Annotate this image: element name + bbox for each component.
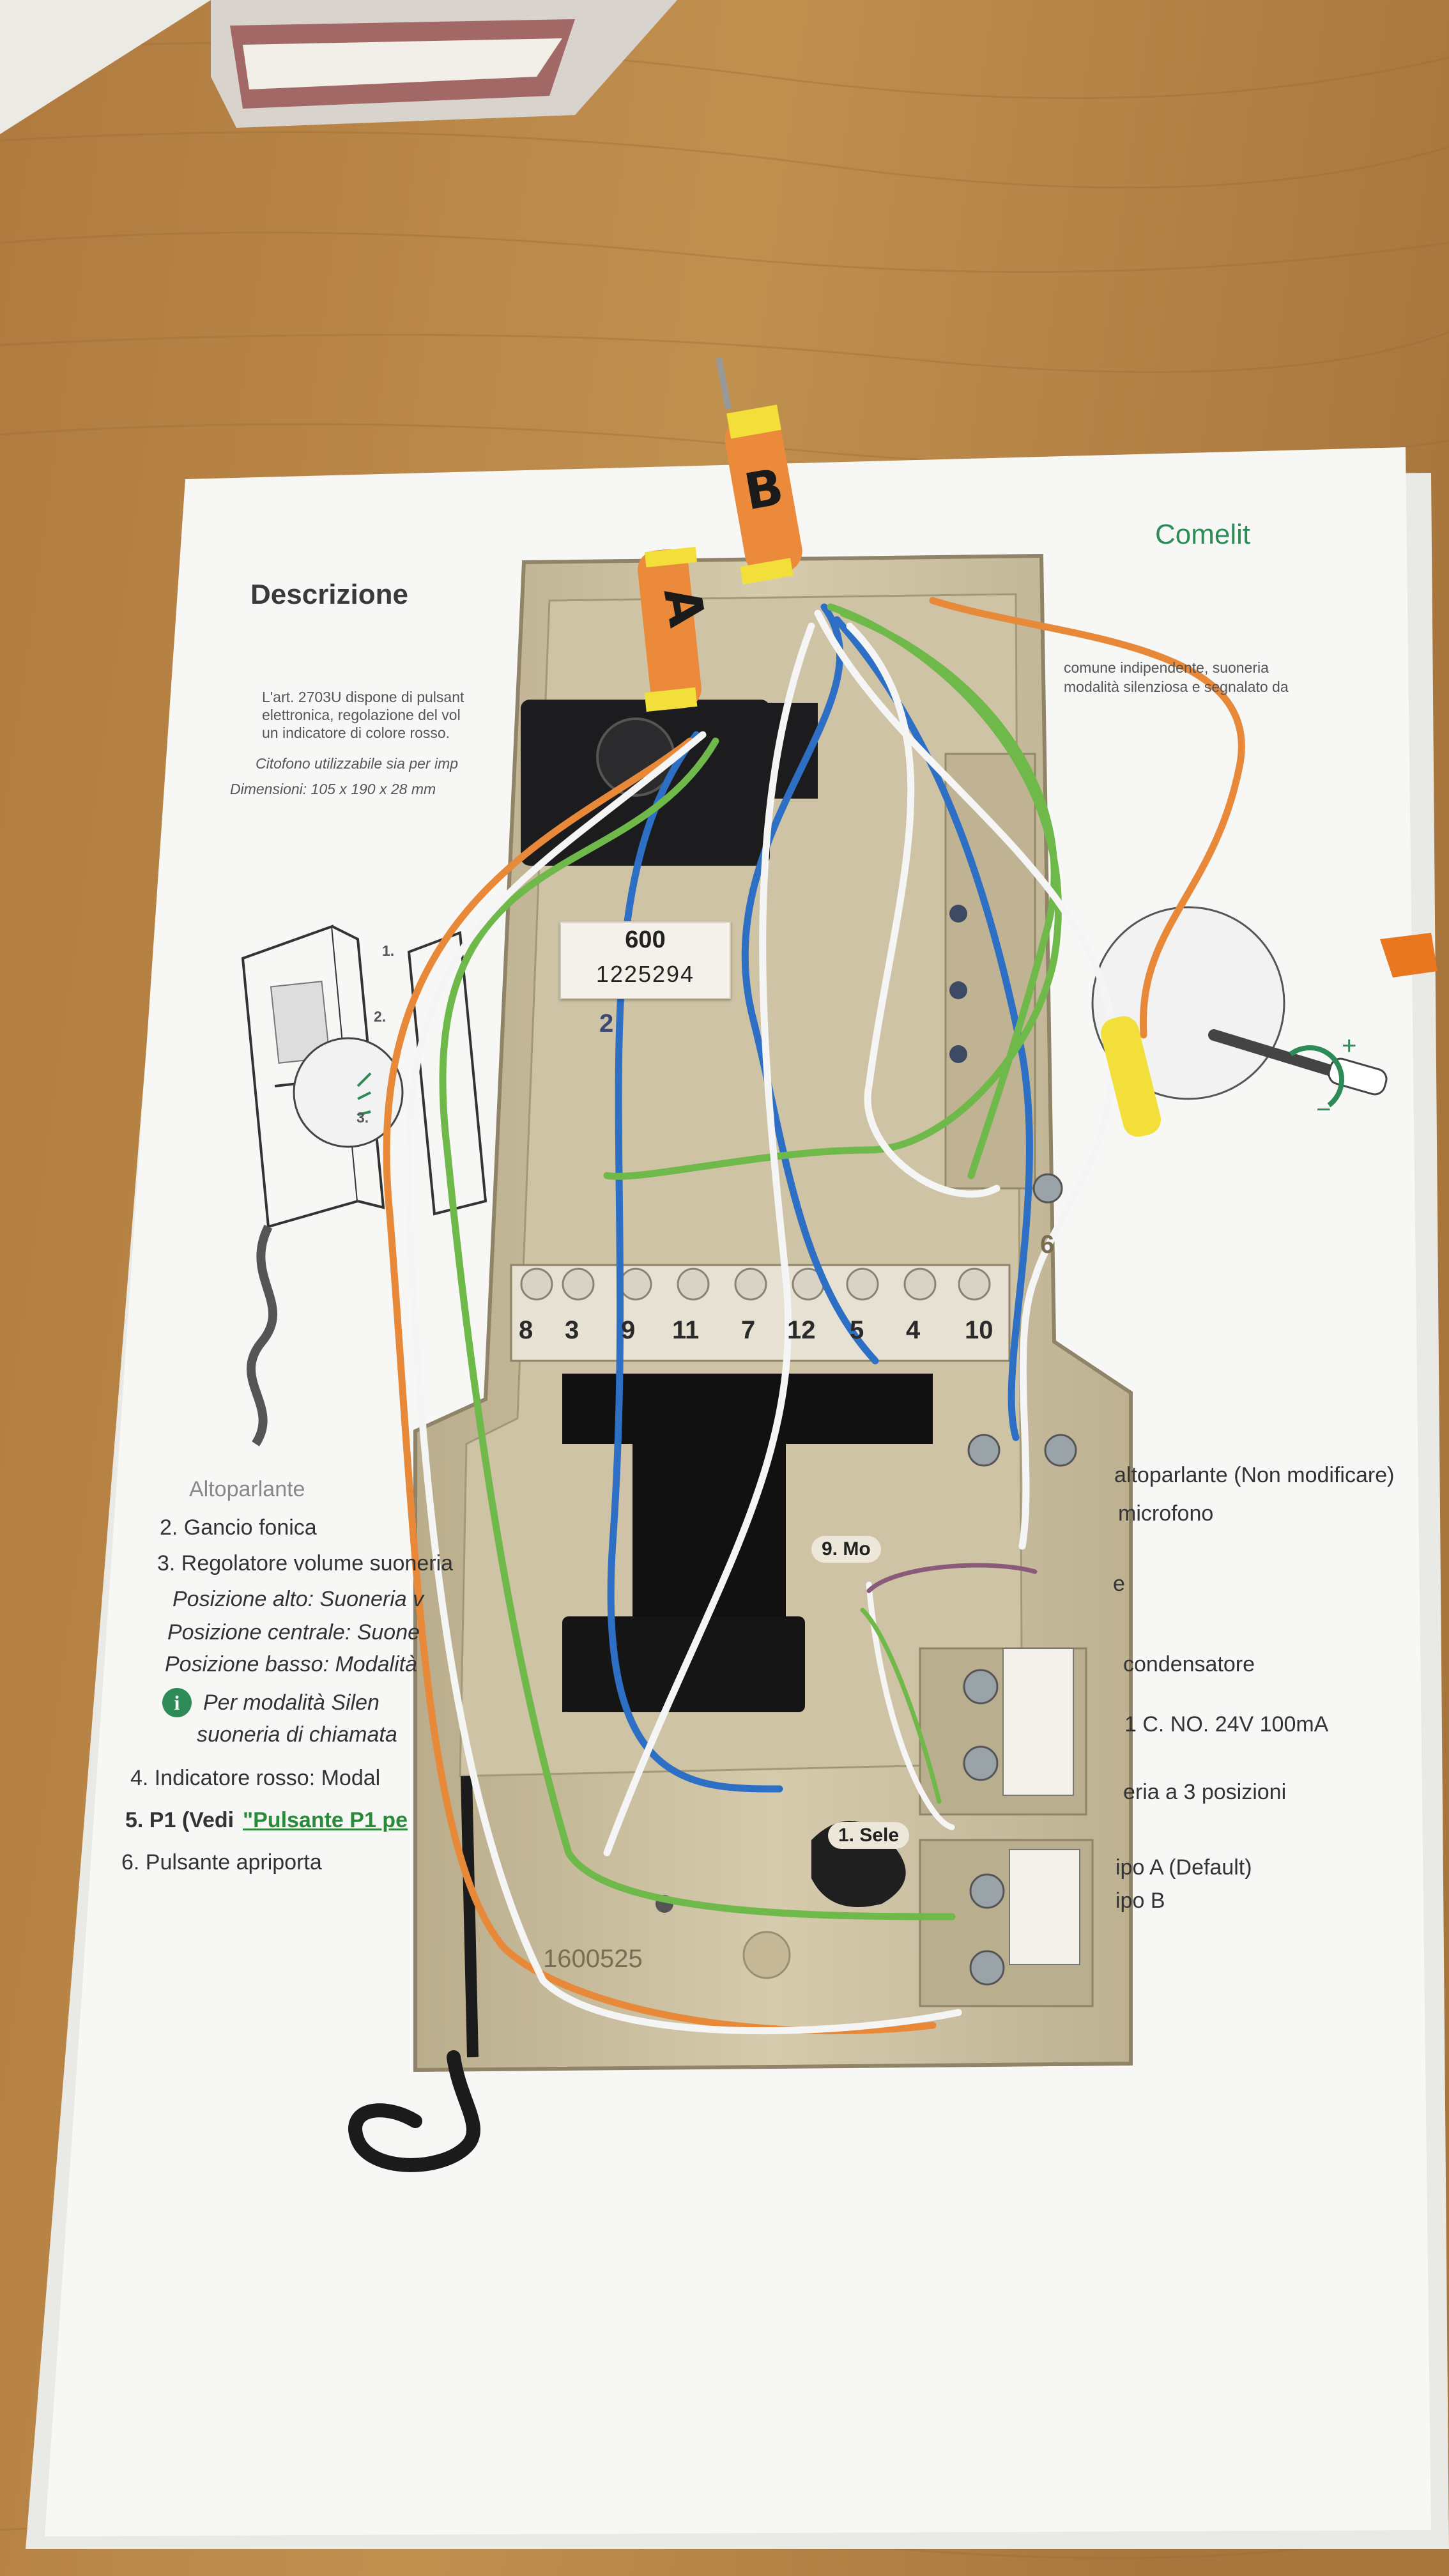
terminal-strip [510, 1264, 1011, 1362]
terminal-label-3: 3 [565, 1316, 579, 1344]
p1-link[interactable]: "Pulsante P1 pe [243, 1808, 408, 1832]
right-list-e: e [1113, 1572, 1125, 1596]
wires [383, 597, 1245, 2035]
list-item-speaker: Altoparlante [189, 1477, 305, 1501]
list-item-pos-high: Posizione alto: Suoneria v [172, 1587, 424, 1611]
sticker-serial: 1225294 [595, 961, 695, 987]
board-code: 2 [599, 1009, 614, 1038]
mold-code: 1600525 [543, 1945, 643, 1973]
intro-line-1: L'art. 2703U dispone di pulsant [262, 689, 464, 705]
terminal-label-4: 4 [906, 1316, 921, 1344]
right-list-type-b: ipo B [1116, 1889, 1165, 1913]
usage-line: Citofono utilizzabile sia per imp [256, 755, 459, 772]
right-list-type-a: ipo A (Default) [1116, 1855, 1252, 1880]
yellow-connector [1101, 1016, 1161, 1137]
terminal-label-8: 8 [519, 1316, 533, 1344]
callout-2: 2. [374, 1008, 387, 1025]
terminal-label-11: 11 [672, 1316, 700, 1344]
list-item-hook: 2. Gancio fonica [160, 1515, 317, 1540]
right-list-speaker: altoparlante (Non modificare) [1114, 1463, 1395, 1487]
svg-text:+: + [1342, 1032, 1356, 1060]
intro-line-2: elettronica, regolazione del vol [262, 707, 461, 723]
badge-mo: 9. Mo [811, 1536, 881, 1563]
list-item-red-indicator: 4. Indicatore rosso: Modal [130, 1766, 381, 1790]
list-item-silent-note-2: suoneria di chiamata [197, 1722, 397, 1747]
callout-3: 3. [356, 1109, 369, 1126]
document-title: Descrizione [250, 579, 408, 610]
list-item-pos-mid: Posizione centrale: Suone [167, 1620, 420, 1644]
intro-right-line-2: modalità silenziosa e segnalato da [1064, 678, 1289, 695]
handset-cable [348, 2050, 480, 2172]
terminal-label-5: 5 [850, 1316, 864, 1344]
list-item-volume: 3. Regolatore volume suoneria [157, 1551, 454, 1575]
right-list-capacitor: condensatore [1123, 1652, 1255, 1676]
list-item-p1: 5. P1 (Vedi [125, 1808, 234, 1832]
dimensions-line: Dimensioni: 105 x 190 x 28 mm [230, 781, 436, 797]
badge-sele: 1. Sele [828, 1822, 910, 1849]
brand-logo: Comelit [1155, 519, 1251, 550]
device-sticker: 600 1225294 [560, 921, 731, 999]
svg-text:−: − [1316, 1096, 1331, 1124]
side-label-6: 6 [1040, 1230, 1055, 1259]
handset-cable-inner [461, 1775, 479, 2058]
terminal-label-12: 12 [787, 1316, 816, 1344]
terminal-label-10: 10 [965, 1316, 993, 1344]
orange-wire-cap [1380, 933, 1438, 977]
list-item-pos-low: Posizione basso: Modalità [165, 1652, 418, 1676]
manual-intercom-illustration [241, 924, 487, 1446]
intro-line-3: un indicatore di colore rosso. [262, 724, 450, 741]
right-list-relay: 1 C. NO. 24V 100mA [1124, 1712, 1329, 1736]
magazine [0, 0, 677, 134]
terminal-label-7: 7 [741, 1316, 756, 1344]
list-item-silent-note-1: Per modalità Silen [203, 1690, 379, 1715]
heat-shrink-tag-a [638, 546, 702, 712]
intro-right-line-1: comune indipendente, suoneria [1064, 659, 1269, 676]
sticker-model: 600 [625, 926, 666, 953]
right-list-microphone: microfono [1118, 1501, 1214, 1526]
info-icon: i [162, 1688, 192, 1717]
terminal-label-9: 9 [621, 1316, 636, 1344]
callout-1: 1. [382, 942, 395, 959]
right-list-switch: eria a 3 posizioni [1123, 1780, 1287, 1804]
heat-shrink-tag-b [716, 357, 802, 585]
list-item-door-button: 6. Pulsante apriporta [121, 1850, 322, 1874]
